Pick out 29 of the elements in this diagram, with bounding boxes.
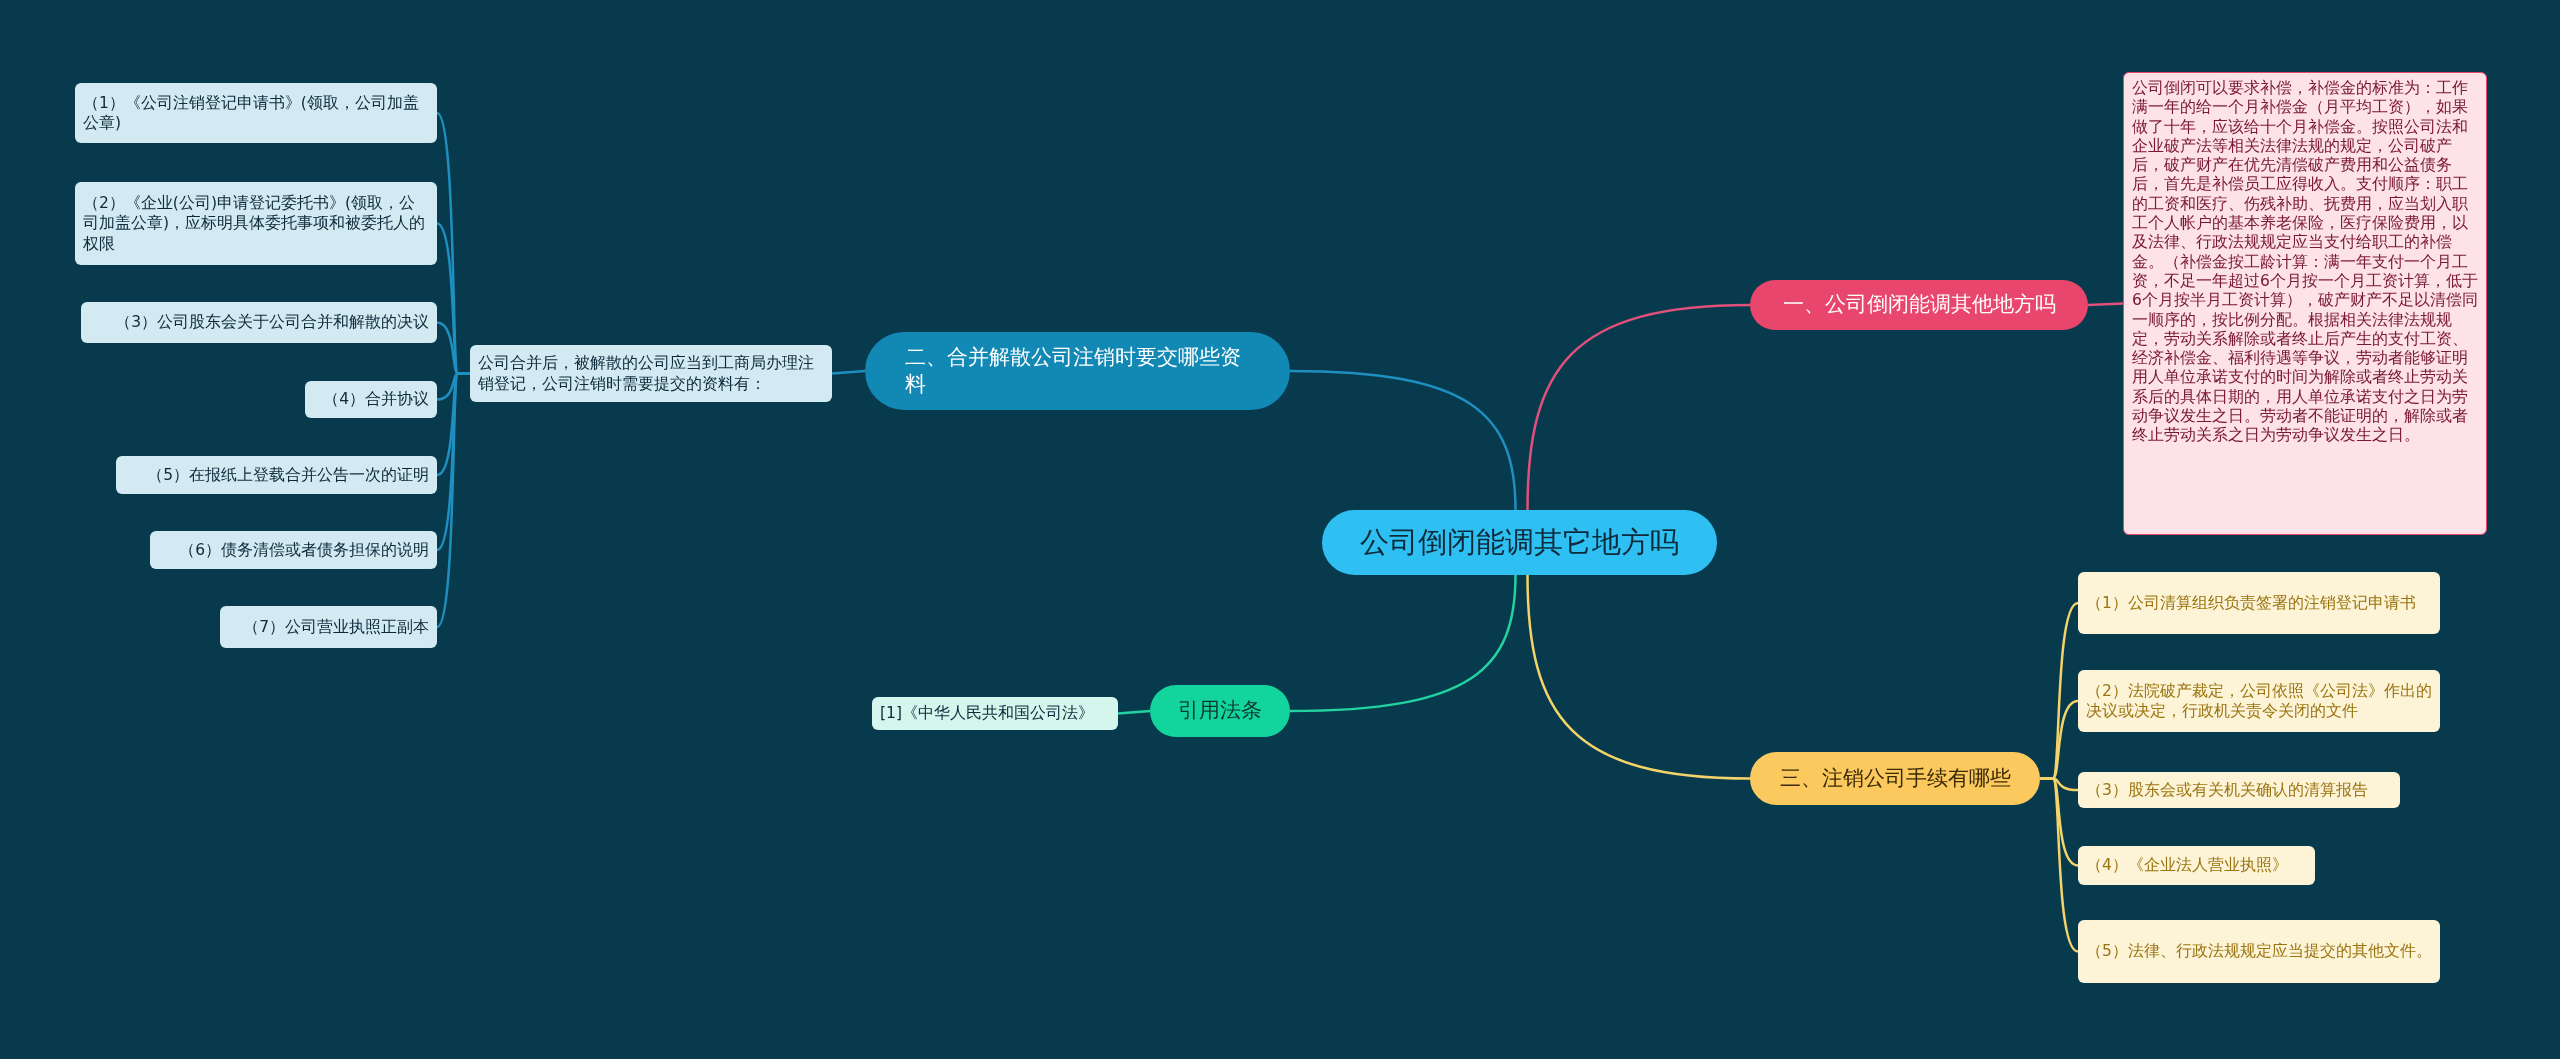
branch-topic: 引用法条 bbox=[1150, 685, 1290, 737]
connector bbox=[1289, 574, 1517, 713]
item-box: （6）债务清偿或者债务担保的说明 bbox=[150, 531, 437, 569]
item-box: （2）法院破产裁定，公司依照《公司法》作出的决议或决定，行政机关责令关闭的文件 bbox=[2078, 670, 2440, 732]
branch-topic: 一、公司倒闭能调其他地方吗 bbox=[1750, 280, 2088, 330]
item-box: （3）股东会或有关机关确认的清算报告 bbox=[2078, 772, 2400, 808]
branch-topic: 三、注销公司手续有哪些 bbox=[1750, 752, 2040, 805]
item-box: （7）公司营业执照正副本 bbox=[220, 606, 437, 648]
item-box: （5）法律、行政法规规定应当提交的其他文件。 bbox=[2078, 920, 2440, 983]
connector bbox=[436, 372, 470, 628]
connector bbox=[831, 369, 866, 375]
central-topic: 公司倒闭能调其它地方吗 bbox=[1322, 510, 1717, 575]
connector bbox=[2087, 302, 2124, 307]
item-box: 公司合并后，被解散的公司应当到工商局办理注销登记，公司注销时需要提交的资料有： bbox=[470, 345, 832, 402]
note-box: 公司倒闭可以要求补偿，补偿金的标准为：工作满一年的给一个月补偿金（月平均工资），如果做了十年，应该给十个月补偿金。按照公司法和企业破产法等相关法律法规的规定，公司破产后，破产财产在优先清偿破产费用和公益债务后，首先是补偿员工应得收入。支付顺序：职工的工资和医疗、伤残补助、抚费用，应当划入职工个人帐户的基本养老保险，医疗保险费用，以及法律、行政法规规定应当支付给职工的补偿金。（补偿金按工龄计算：满一年支付一个月工资，不足一年超过6个月按一个月工资计算，低于6个月按半月工资计算），破产财产不足以清偿同一顺序的，按比例分配。根据相关法律法规规定，劳动关系解除或者终止后产生的支付工资、经济补偿金、福利待遇等争议，劳动者能够证明用人单位承诺支付的时间为解除或者终止劳动关系后的具体日期的，用人单位承诺支付之日为劳动争议发生之日。劳动者不能证明的，解除或者终止劳动关系之日为劳动争议发生之日。 bbox=[2123, 72, 2487, 535]
connector bbox=[1526, 574, 1751, 780]
item-box: （1）《公司注销登记申请书》(领取，公司加盖公章) bbox=[75, 83, 437, 143]
item-box: （3）公司股东会关于公司合并和解散的决议 bbox=[81, 302, 437, 343]
connector bbox=[1289, 369, 1517, 511]
item-box: （5）在报纸上登载合并公告一次的证明 bbox=[116, 456, 437, 494]
item-box: （4）合并协议 bbox=[305, 381, 437, 418]
connector bbox=[1117, 709, 1151, 715]
item-box: （1）公司清算组织负责签署的注销登记申请书 bbox=[2078, 572, 2440, 634]
item-box: （4）《企业法人营业执照》 bbox=[2078, 846, 2315, 885]
connector bbox=[2040, 777, 2079, 953]
item-box: [1]《中华人民共和国公司法》 bbox=[872, 697, 1118, 730]
connector bbox=[1526, 303, 1751, 511]
branch-topic: 二、合并解散公司注销时要交哪些资料 bbox=[865, 332, 1290, 410]
item-box: （2）《企业(公司)申请登记委托书》(领取，公司加盖公章)，应标明具体委托事项和被委托人的权限 bbox=[75, 182, 437, 265]
